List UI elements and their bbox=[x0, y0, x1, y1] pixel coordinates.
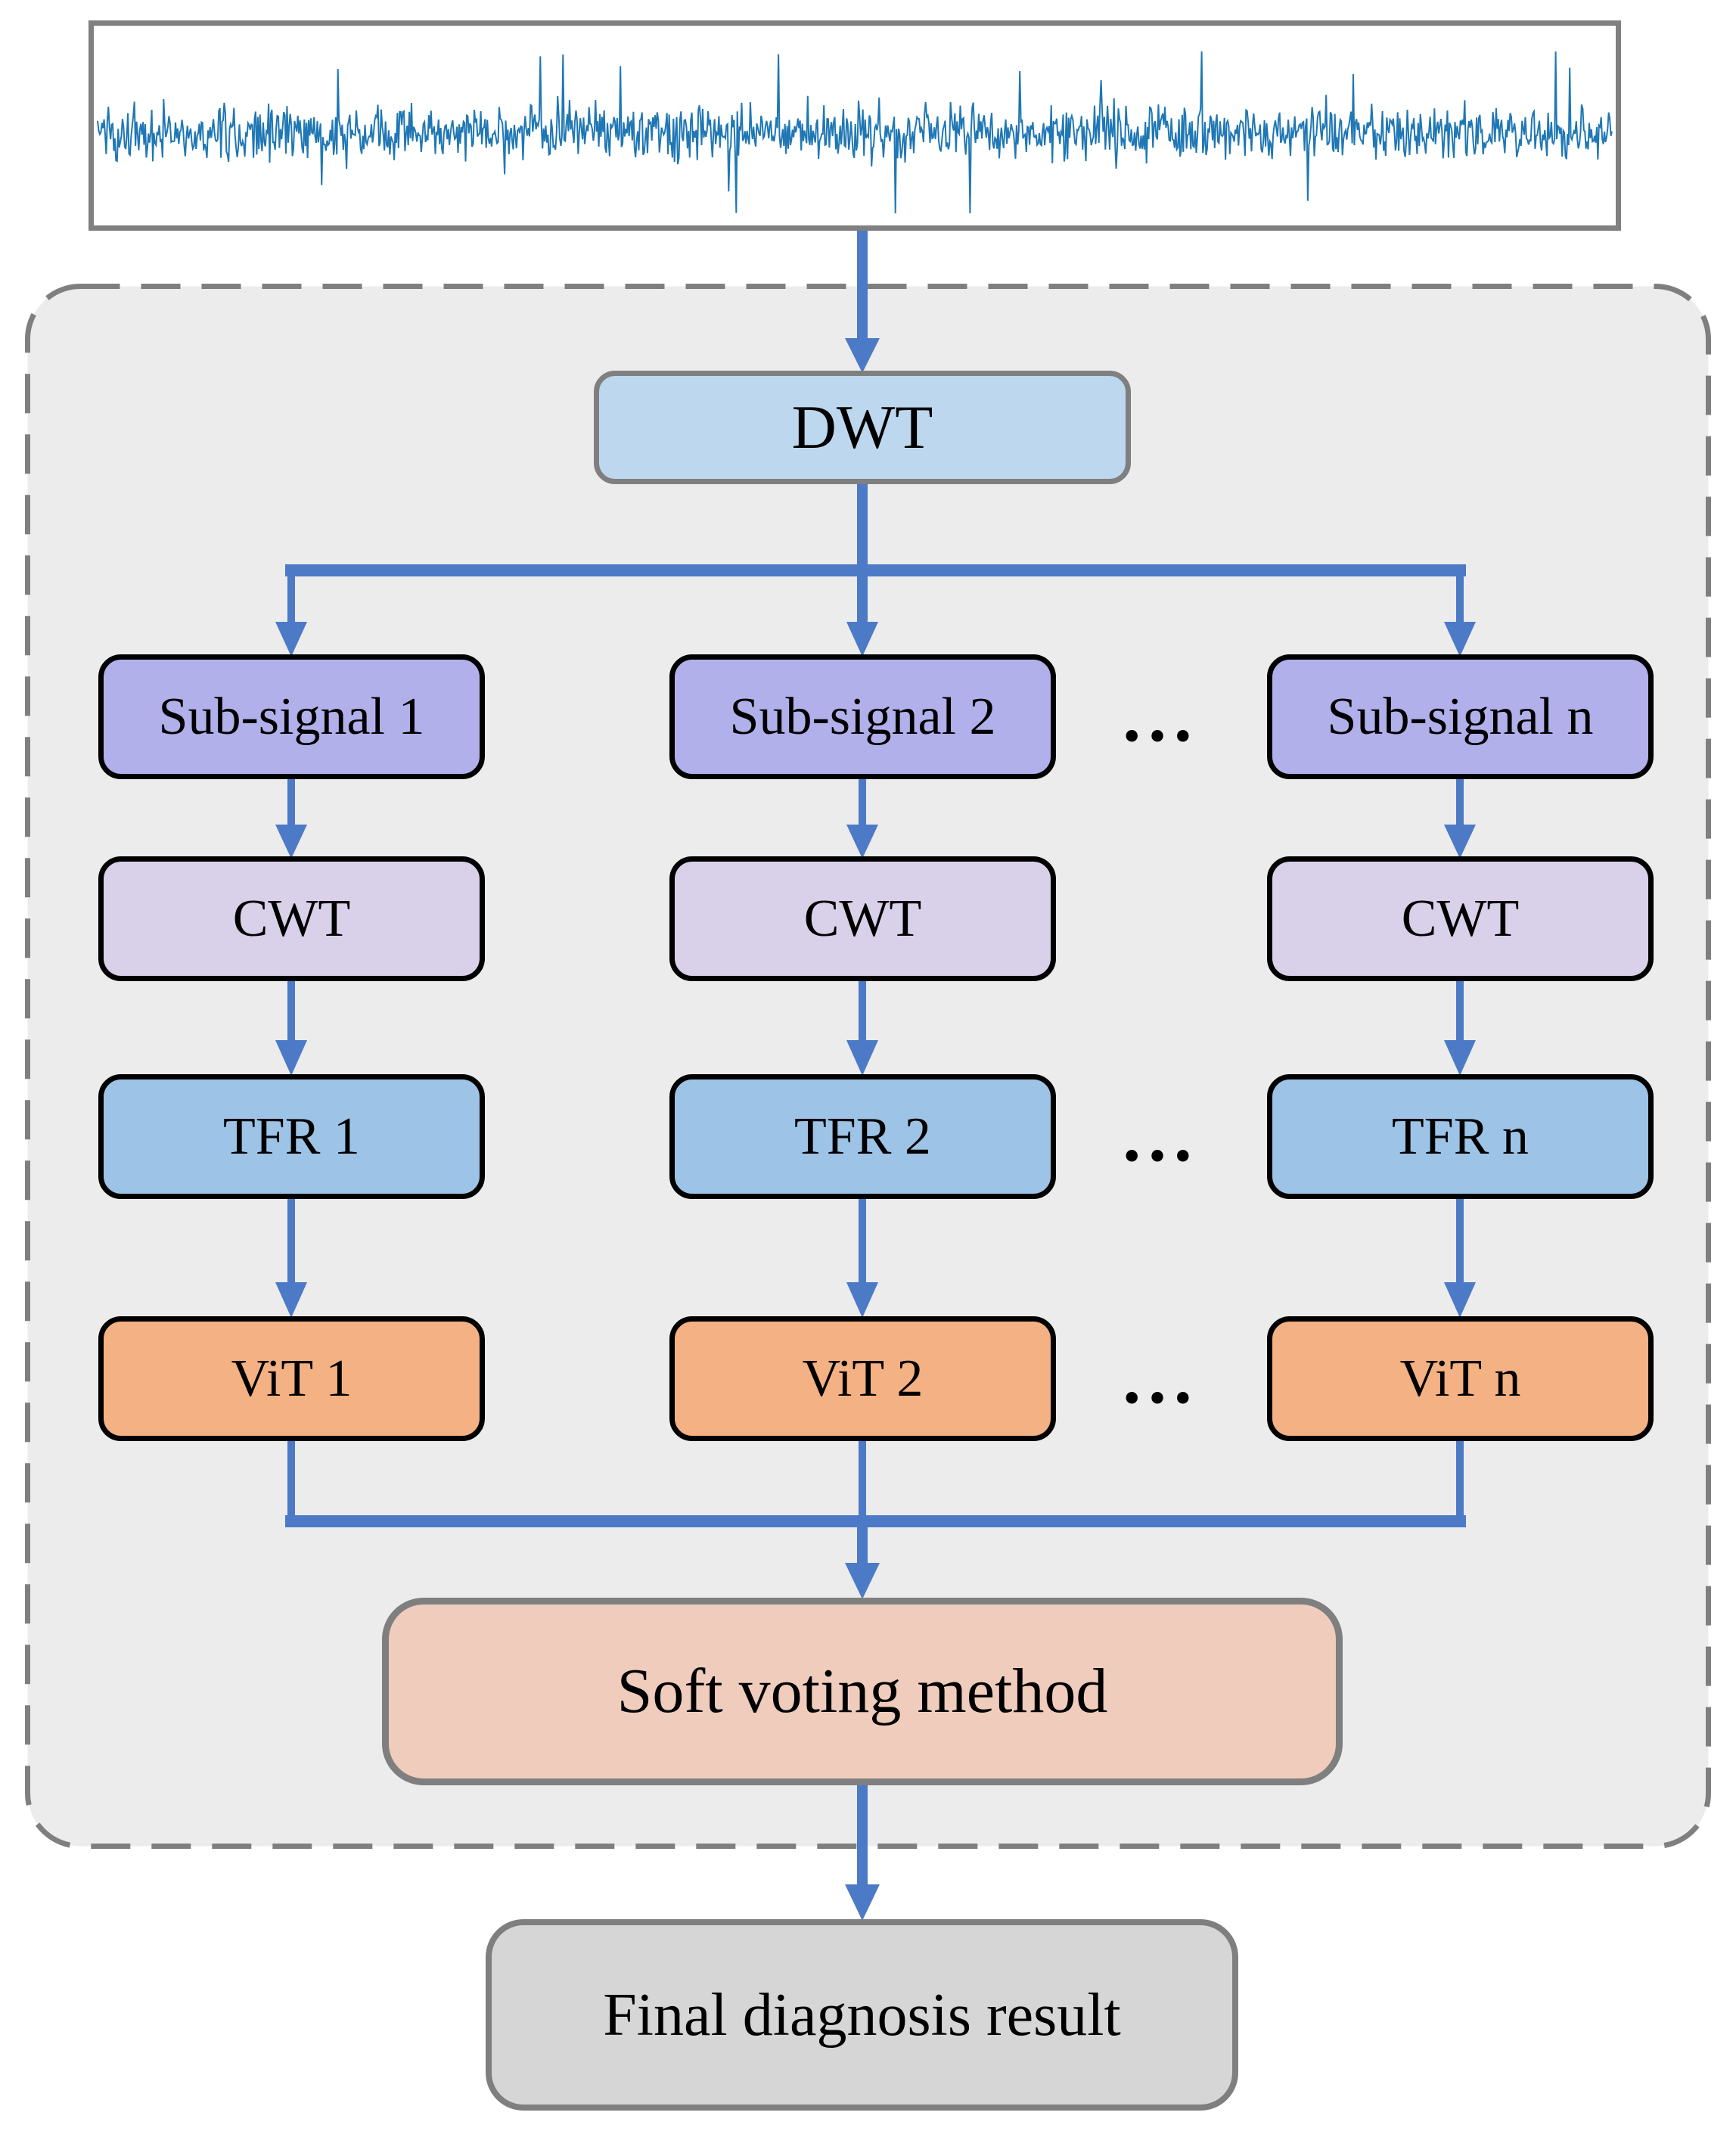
subsignal-2-label: Sub-signal 2 bbox=[729, 687, 996, 746]
tfr-n-label: TFR n bbox=[1392, 1107, 1529, 1166]
ellipsis-tfr-row: ... bbox=[1085, 1074, 1237, 1199]
tfr-2-label: TFR 2 bbox=[794, 1107, 931, 1166]
final-result-label: Final diagnosis result bbox=[603, 1981, 1121, 2049]
vit-2-label: ViT 2 bbox=[802, 1349, 924, 1408]
ellipsis-text: ... bbox=[1123, 1096, 1200, 1176]
tfr-1-box: TFR 1 bbox=[98, 1074, 485, 1199]
subsignal-n-label: Sub-signal n bbox=[1327, 687, 1594, 746]
cwt-2-box: CWT bbox=[669, 856, 1056, 981]
split-connector-dwt-to-subsignals bbox=[275, 483, 1476, 657]
signal-waveform bbox=[97, 51, 1613, 214]
ellipsis-text: ... bbox=[1123, 1338, 1200, 1418]
arrow-signal-to-dwt bbox=[845, 229, 880, 373]
dwt-box: DWT bbox=[594, 371, 1131, 484]
merge-connector-vit-to-softvoting bbox=[285, 1441, 1466, 1599]
vit-2-box: ViT 2 bbox=[669, 1316, 1056, 1441]
cwt-1-label: CWT bbox=[232, 889, 351, 948]
arrows-subsignal-to-cwt bbox=[275, 779, 1476, 859]
subsignal-1-label: Sub-signal 1 bbox=[158, 687, 425, 746]
ellipsis-subsignal-row: ... bbox=[1085, 654, 1237, 779]
final-result-box: Final diagnosis result bbox=[486, 1919, 1238, 2111]
arrows-cwt-to-tfr bbox=[275, 981, 1476, 1076]
ellipsis-vit-row: ... bbox=[1085, 1316, 1237, 1441]
vit-n-box: ViT n bbox=[1267, 1316, 1654, 1441]
vit-n-label: ViT n bbox=[1399, 1349, 1521, 1408]
vit-1-label: ViT 1 bbox=[231, 1349, 352, 1408]
arrow-softvoting-to-final bbox=[845, 1784, 880, 1921]
vit-1-box: ViT 1 bbox=[98, 1316, 485, 1441]
cwt-2-label: CWT bbox=[803, 889, 922, 948]
cwt-n-label: CWT bbox=[1401, 889, 1520, 948]
subsignal-1-box: Sub-signal 1 bbox=[98, 654, 485, 779]
subsignal-n-box: Sub-signal n bbox=[1267, 654, 1654, 779]
soft-voting-box: Soft voting method bbox=[382, 1598, 1343, 1785]
raw-signal-panel bbox=[89, 20, 1621, 231]
arrows-tfr-to-vit bbox=[275, 1199, 1476, 1318]
dwt-label: DWT bbox=[791, 393, 933, 461]
cwt-n-box: CWT bbox=[1267, 856, 1654, 981]
soft-voting-label: Soft voting method bbox=[616, 1656, 1108, 1726]
cwt-1-box: CWT bbox=[98, 856, 485, 981]
tfr-2-box: TFR 2 bbox=[669, 1074, 1056, 1199]
subsignal-2-box: Sub-signal 2 bbox=[669, 654, 1056, 779]
tfr-n-box: TFR n bbox=[1267, 1074, 1654, 1199]
ellipsis-text: ... bbox=[1123, 676, 1200, 756]
tfr-1-label: TFR 1 bbox=[223, 1107, 360, 1166]
